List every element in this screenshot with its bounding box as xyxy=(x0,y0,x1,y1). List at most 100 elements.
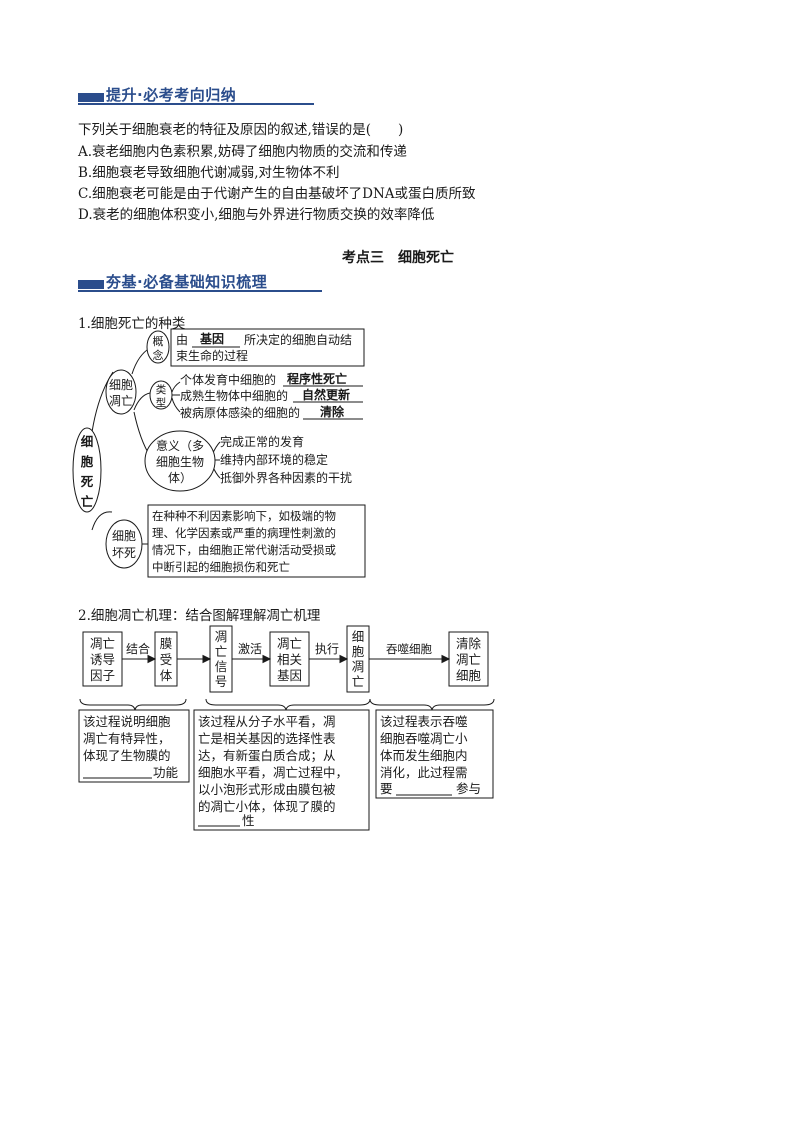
node-label: 细胞 xyxy=(109,378,133,392)
root-node xyxy=(72,427,102,513)
box-text: 凋亡 xyxy=(277,636,302,651)
arrow-label-engulf: 吞噬细胞 xyxy=(386,642,432,656)
types-node xyxy=(149,380,173,410)
topic-title: 考点三 细胞死亡 xyxy=(342,250,454,266)
concept-node xyxy=(146,330,170,364)
concept-text: 由 xyxy=(176,333,188,347)
note-box-2 xyxy=(193,709,370,831)
type-answer: 程序性死亡 xyxy=(287,371,347,386)
option-b: B.细胞衰老导致细胞代谢减弱,对生物体不利 xyxy=(78,165,340,181)
type-item: 被病原体感染的细胞的 xyxy=(180,405,300,420)
option-c: C.细胞衰老可能是由于代谢产生的自由基破坏了DNA或蛋白质所致 xyxy=(78,186,476,202)
necrosis-node xyxy=(105,519,143,569)
arrowhead xyxy=(262,654,272,664)
node-label: 细胞 xyxy=(112,529,136,543)
part2-heading: 2.细胞凋亡机理：结合图解理解凋亡机理 xyxy=(78,608,321,624)
note-text: 体现了生物膜的 xyxy=(83,748,171,763)
note-box-1 xyxy=(78,709,190,783)
note-text: 该过程说明细胞 xyxy=(83,714,171,729)
necrosis-text: 中断引起的细胞损伤和死亡 xyxy=(152,560,290,574)
note-text: 以小泡形式形成由膜包被 xyxy=(198,782,336,797)
root-char: 亡 xyxy=(81,494,94,509)
concept-answer: 基因 xyxy=(199,331,224,346)
note-text: 的凋亡小体，体现了膜的 xyxy=(198,799,336,814)
node-label: 细胞生物 xyxy=(156,455,204,469)
note-text: 要 xyxy=(380,781,393,796)
node-label: 体） xyxy=(168,471,192,485)
meaning-node xyxy=(144,430,216,492)
concept-text: 所决定的细胞自动结 xyxy=(244,332,352,347)
section-header-basics: 夯基·必备基础知识梳理 xyxy=(78,270,267,292)
arrowhead xyxy=(147,654,157,664)
arrowhead xyxy=(441,654,451,664)
arrow-label-activate: 激活 xyxy=(238,642,262,656)
box-text: 清除 xyxy=(456,636,482,651)
type-item: 成熟生物体中细胞的 xyxy=(180,388,288,403)
section-marker xyxy=(78,92,104,102)
section-title: 夯基·必备基础知识梳理 xyxy=(106,272,268,291)
note-text: 亡是相关基因的选择性表 xyxy=(198,731,336,746)
type-answer: 自然更新 xyxy=(302,387,350,402)
root-char: 死 xyxy=(80,474,94,489)
arrow-label-execute: 执行 xyxy=(315,642,339,656)
note-text: 达，有新蛋白质合成；从 xyxy=(198,748,336,763)
box-text: 凋 xyxy=(352,659,365,674)
box-text: 号 xyxy=(215,674,228,689)
necrosis-text: 理、化学因素或严重的病理性刺激的 xyxy=(152,526,336,540)
meaning-item: 维持内部环境的稳定 xyxy=(220,452,328,467)
type-item: 个体发育中细胞的 xyxy=(180,372,276,387)
node-label: 意义（多 xyxy=(156,438,204,453)
necrosis-text: 在种种不利因素影响下，如极端的物 xyxy=(152,509,336,523)
box-text: 细 xyxy=(352,629,365,644)
note-text: 该过程表示吞噬 xyxy=(380,714,468,729)
note-text: 性 xyxy=(242,813,255,828)
note-text: 参与 xyxy=(456,781,481,796)
root-char: 细 xyxy=(81,434,94,449)
node-label: 凋亡 xyxy=(109,394,133,408)
section-marker xyxy=(78,279,104,289)
box-text: 体 xyxy=(160,668,173,683)
necrosis-box xyxy=(147,504,366,578)
apoptosis-node xyxy=(105,369,137,415)
box-text: 凋 xyxy=(215,629,228,644)
section-underline xyxy=(78,290,322,292)
note-text: 细胞吞噬凋亡小 xyxy=(380,731,468,746)
note-text: 功能 xyxy=(153,765,179,780)
meaning-item: 完成正常的发育 xyxy=(220,434,304,449)
node-label: 概 xyxy=(153,335,164,348)
concept-text: 束生命的过程 xyxy=(176,348,248,363)
root-char: 胞 xyxy=(81,454,94,469)
box-text: 亡 xyxy=(215,644,228,659)
box-text: 凋亡 xyxy=(456,652,481,667)
brace-middle xyxy=(205,698,371,711)
meaning-item: 抵御外界各种因素的干扰 xyxy=(220,470,352,485)
option-d: D.衰老的细胞体积变小,细胞与外界进行物质交换的效率降低 xyxy=(78,207,435,223)
arrowhead xyxy=(202,654,212,664)
note-text: 体而发生细胞内 xyxy=(380,748,468,763)
box-text: 受 xyxy=(160,652,173,667)
apoptosis-mechanism-flow: 凋亡 诱导 因子 膜 受 体 凋 亡 信 号 凋亡 相关 基因 细 胞 凋 亡 … xyxy=(78,625,495,831)
note-text: 该过程从分子水平看，凋 xyxy=(198,714,336,729)
necrosis-text: 情况下，由细胞正常代谢活动受损或 xyxy=(152,543,336,557)
box-text: 亡 xyxy=(352,674,365,689)
part1-heading: 1.细胞死亡的种类 xyxy=(78,316,186,332)
box-text: 胞 xyxy=(352,644,365,659)
box-text: 基因 xyxy=(277,668,302,683)
section-underline xyxy=(78,103,314,105)
box-text: 信 xyxy=(215,659,228,674)
option-a: A.衰老细胞内色素积累,妨碍了细胞内物质的交流和传递 xyxy=(78,144,407,160)
box-text: 相关 xyxy=(277,652,302,667)
note-box-3 xyxy=(375,709,494,799)
box-text: 凋亡 xyxy=(90,636,115,651)
arrow-label-bind: 结合 xyxy=(126,641,150,656)
section-title: 提升·必考考向归纳 xyxy=(106,85,237,104)
type-answer: 清除 xyxy=(320,404,345,419)
box-text: 膜 xyxy=(160,636,173,651)
note-text: 消化，此过程需 xyxy=(380,765,468,780)
node-label: 坏死 xyxy=(112,546,136,560)
box-text: 因子 xyxy=(90,668,115,683)
node-label: 型 xyxy=(156,396,167,409)
question-stem: 下列关于细胞衰老的特征及原因的叙述,错误的是( ) xyxy=(78,122,404,138)
box-text: 诱导 xyxy=(90,652,115,667)
